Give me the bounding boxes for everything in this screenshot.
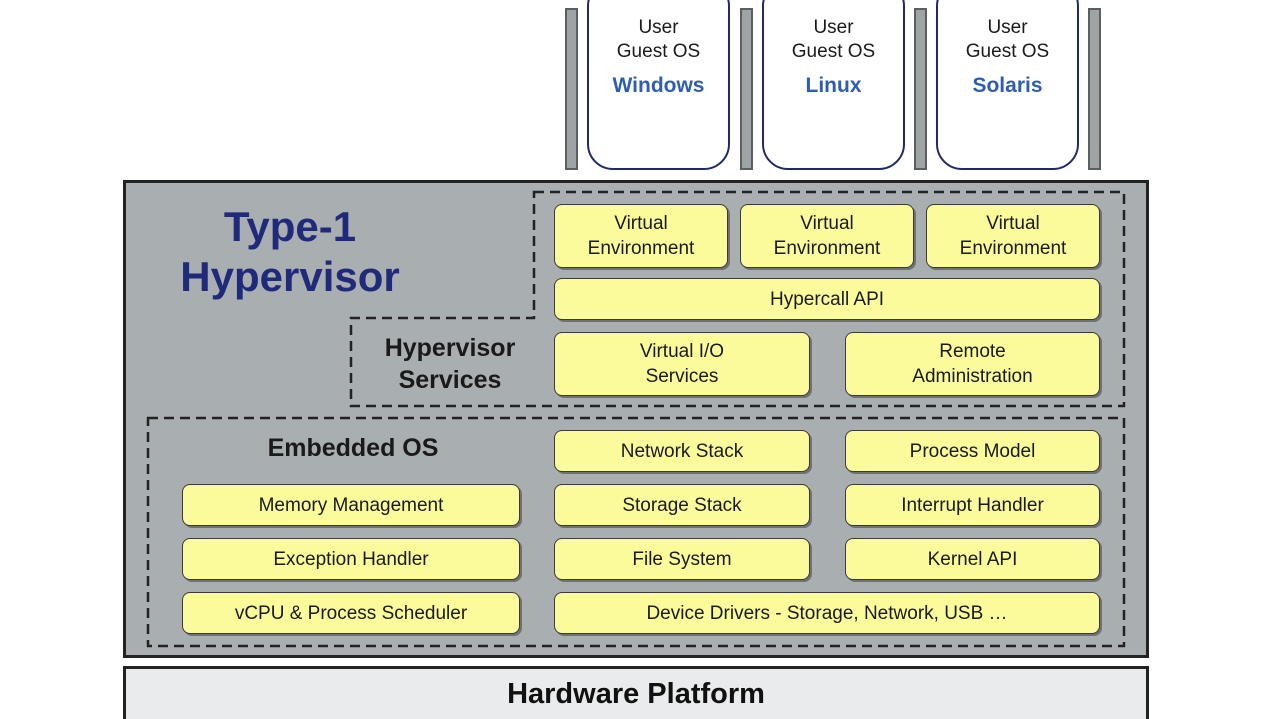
process-model-box: Process Model: [845, 430, 1100, 472]
interrupt-handler-label: Interrupt Handler: [901, 494, 1044, 516]
virtual-env-line2: Environment: [587, 238, 695, 259]
guest-os-label: Guest OS: [616, 41, 701, 62]
virtual-env-line2: Environment: [959, 238, 1067, 259]
virtual-env-line1: Virtual: [800, 213, 854, 234]
device-drivers-box: Device Drivers - Storage, Network, USB …: [554, 592, 1100, 634]
virtual-env-line2: Environment: [773, 238, 881, 259]
storage-stack-box: Storage Stack: [554, 484, 810, 526]
guest-user-label: User: [638, 17, 679, 38]
kernel-api-box: Kernel API: [845, 538, 1100, 580]
guest-user-label: User: [813, 17, 854, 38]
device-drivers-label: Device Drivers - Storage, Network, USB …: [646, 602, 1008, 624]
storage-stack-label: Storage Stack: [622, 494, 742, 516]
guest-os-label: Guest OS: [965, 41, 1050, 62]
network-stack-box: Network Stack: [554, 430, 810, 472]
exception-handler-box: Exception Handler: [182, 538, 520, 580]
embedded-os-label: Embedded OS: [267, 434, 439, 462]
hardware-platform-label: Hardware Platform: [507, 677, 765, 710]
services-label-line2: Services: [398, 366, 502, 394]
hypervisor-title-line2: Hypervisor: [180, 253, 400, 300]
guest-separator-bar: [914, 8, 927, 170]
hypervisor-title-line1: Type-1: [223, 203, 357, 250]
vcpu-scheduler-label: vCPU & Process Scheduler: [234, 602, 468, 624]
virtual-io-line2: Services: [645, 366, 719, 387]
hardware-platform-box: Hardware Platform: [123, 666, 1149, 719]
guest-os-name: Solaris: [972, 74, 1043, 97]
exception-handler-label: Exception Handler: [273, 548, 429, 570]
interrupt-handler-box: Interrupt Handler: [845, 484, 1100, 526]
guest-separator-bar: [565, 8, 578, 170]
guest-os-name: Linux: [805, 74, 862, 97]
guest-os-windows: User Guest OS Windows: [587, 0, 730, 170]
vcpu-scheduler-box: vCPU & Process Scheduler: [182, 592, 520, 634]
virtual-io-line1: Virtual I/O: [639, 341, 725, 362]
services-label-line1: Hypervisor: [384, 334, 516, 362]
virtual-env-line1: Virtual: [614, 213, 668, 234]
remote-admin-line2: Administration: [912, 366, 1033, 387]
embedded-os-region: [146, 416, 1126, 648]
hypercall-api-box: Hypercall API: [554, 278, 1100, 320]
file-system-label: File System: [632, 548, 732, 570]
network-stack-label: Network Stack: [620, 440, 744, 462]
hypervisor-services-label: Hypervisor Services: [360, 332, 540, 396]
process-model-label: Process Model: [909, 440, 1036, 462]
guest-os-linux: User Guest OS Linux: [762, 0, 905, 170]
hypercall-api-label: Hypercall API: [769, 288, 885, 310]
memory-management-box: Memory Management: [182, 484, 520, 526]
guest-os-label: Guest OS: [791, 41, 876, 62]
remote-admin-line1: Remote: [939, 341, 1006, 362]
file-system-box: File System: [554, 538, 810, 580]
virtual-io-services-box: Virtual I/O Services: [554, 332, 810, 396]
guest-user-label: User: [987, 17, 1028, 38]
hypervisor-title: Type-1 Hypervisor: [150, 202, 430, 302]
guest-separator-bar: [740, 8, 753, 170]
kernel-api-label: Kernel API: [927, 548, 1018, 570]
guest-separator-bar: [1088, 8, 1101, 170]
virtual-env-line1: Virtual: [986, 213, 1040, 234]
guest-os-solaris: User Guest OS Solaris: [936, 0, 1079, 170]
memory-management-label: Memory Management: [258, 494, 444, 516]
guest-os-name: Windows: [612, 74, 705, 97]
